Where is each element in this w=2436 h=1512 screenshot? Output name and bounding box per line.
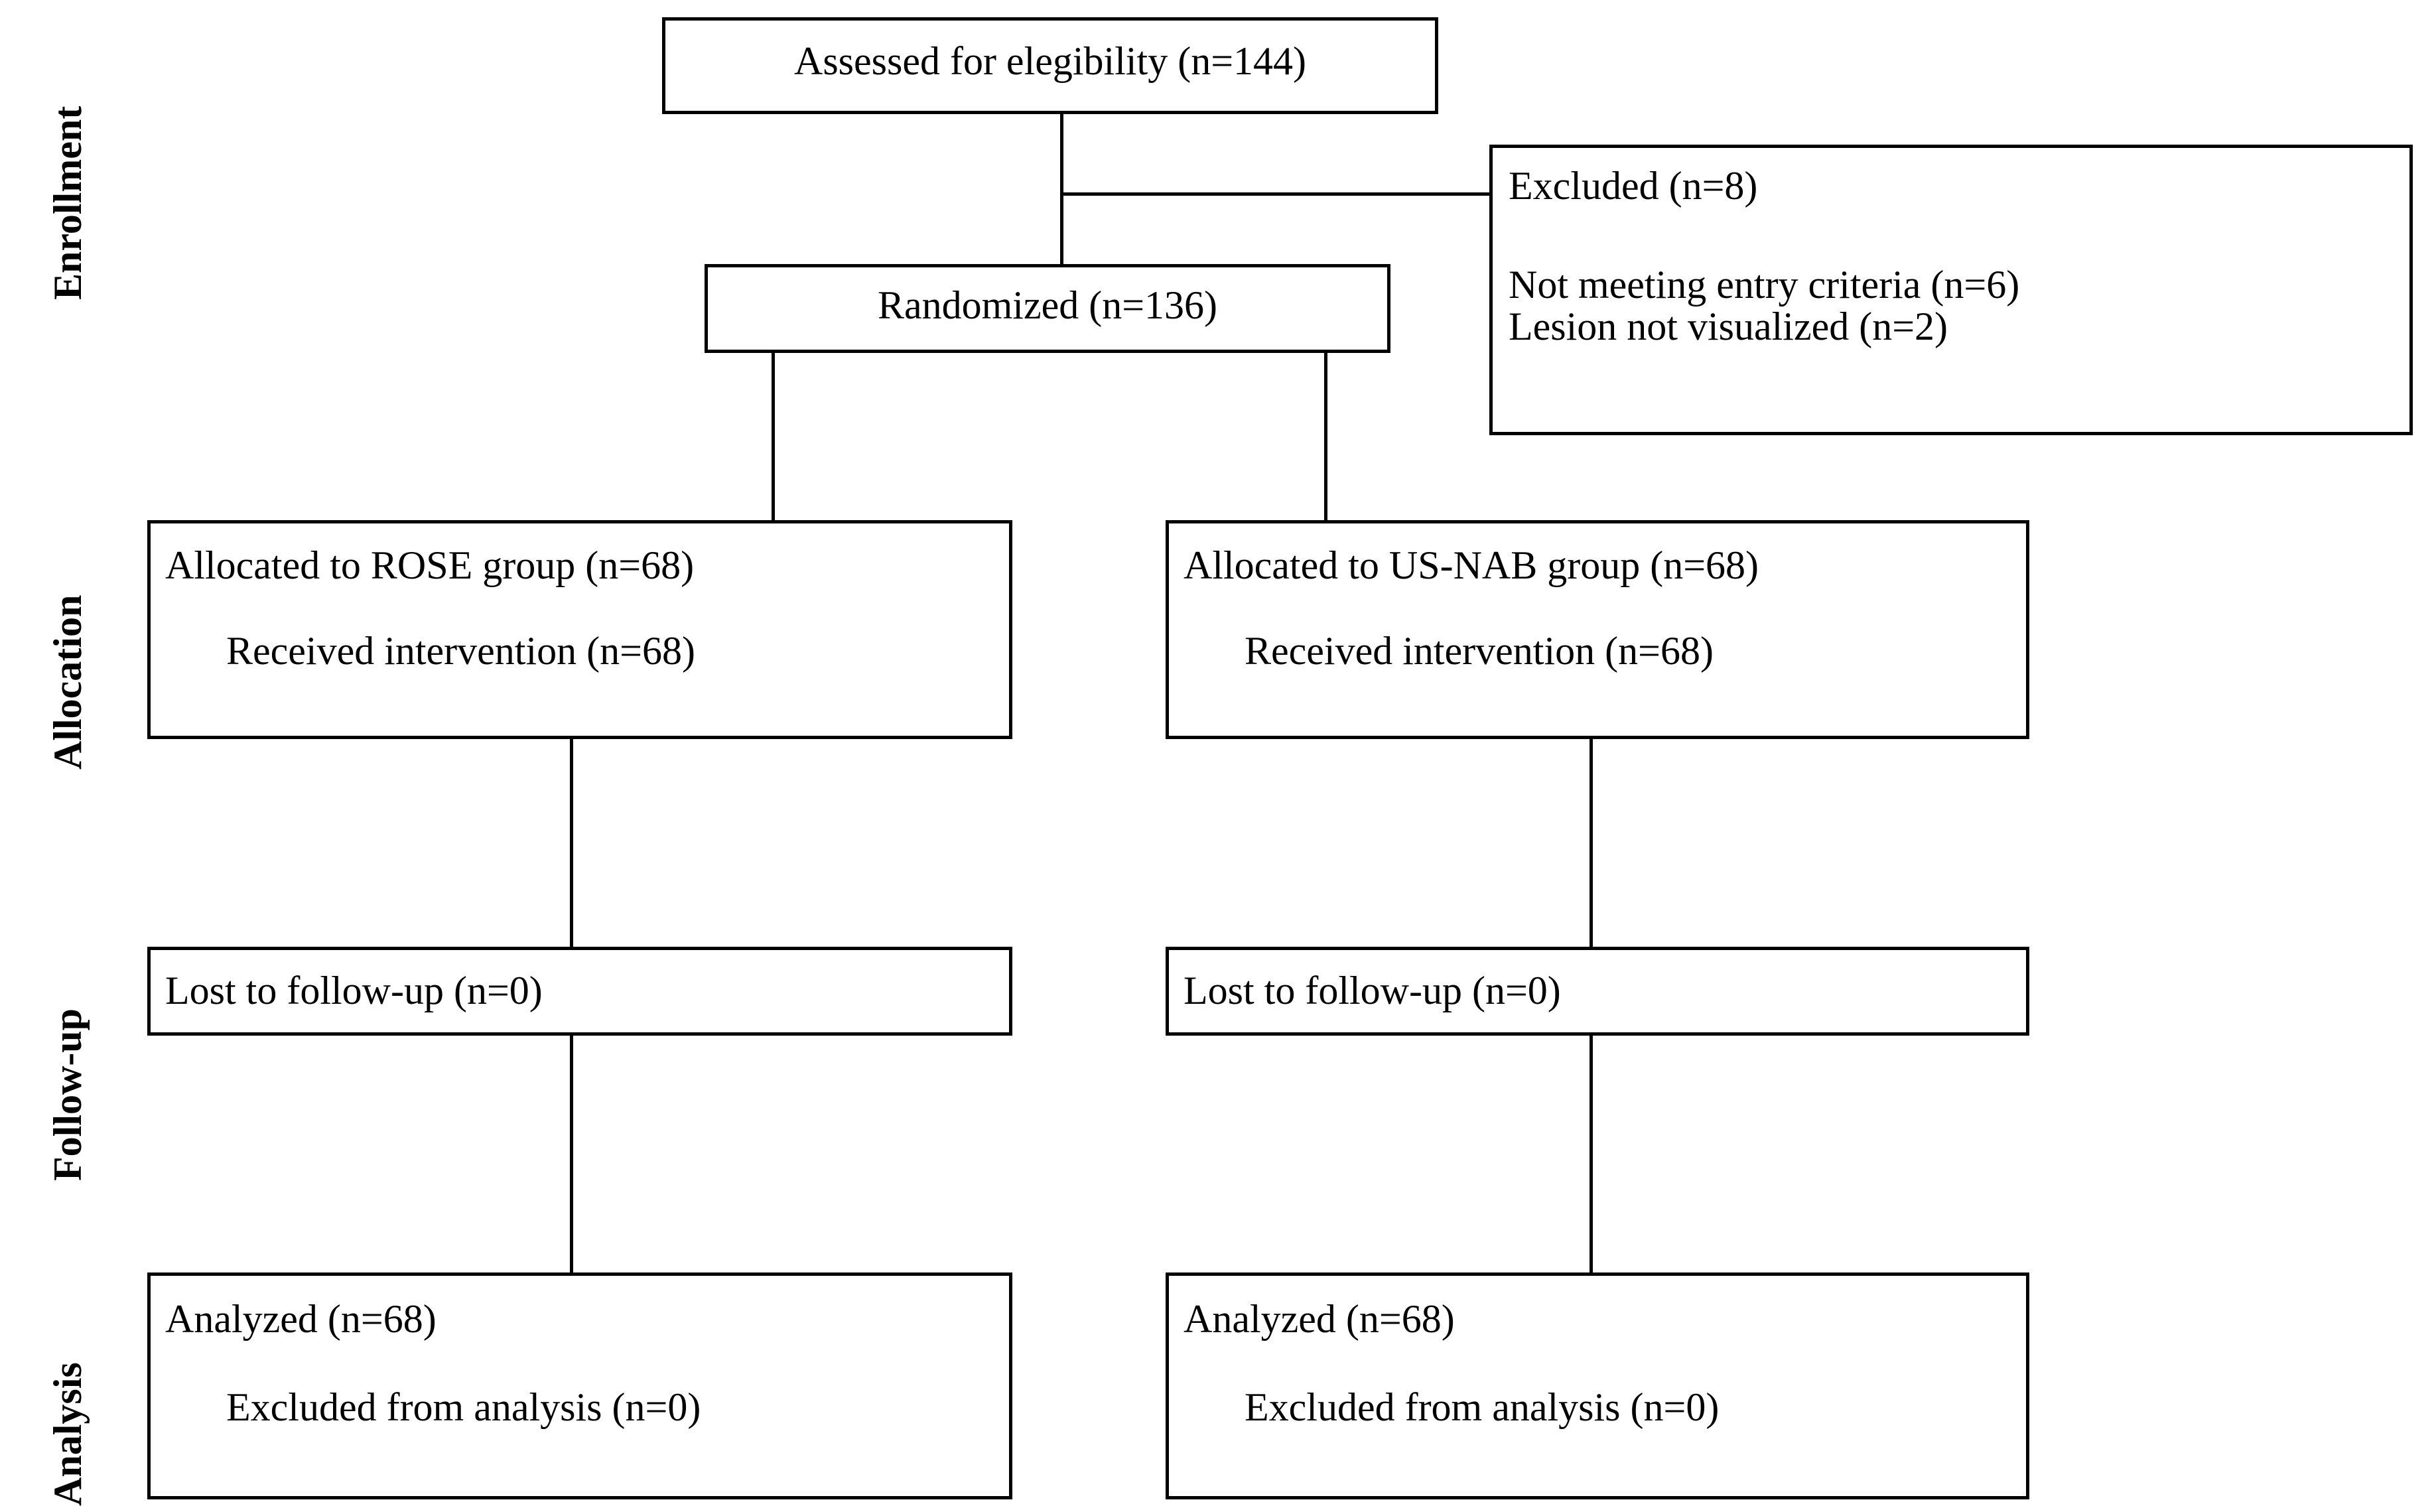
- alloc-left-line-2: Received intervention (n=68): [226, 629, 695, 673]
- analysis-right-line-1: Analyzed (n=68): [1184, 1297, 1455, 1341]
- excluded-spacer: [1509, 207, 2409, 264]
- analysis-left-spacer: [165, 1340, 1009, 1387]
- phase-label-followup: Follow-up: [46, 1008, 90, 1181]
- node-analysis-usnab: Analyzed (n=68) Excluded from analysis (…: [1166, 1272, 2029, 1499]
- node-followup-rose: Lost to follow-up (n=0): [147, 947, 1012, 1036]
- analysis-left-line-2: Excluded from analysis (n=0): [226, 1385, 701, 1429]
- phase-label-analysis: Analysis: [46, 1362, 90, 1506]
- node-randomized: Randomized (n=136): [705, 264, 1390, 353]
- connector-followup-right-to-analysis-right: [1590, 1035, 1593, 1272]
- alloc-right-line-2: Received intervention (n=68): [1245, 629, 1714, 673]
- randomized-line-1: Randomized (n=136): [877, 283, 1218, 327]
- followup-left-line-1: Lost to follow-up (n=0): [165, 969, 543, 1012]
- assessed-line-1: Assessed for elegibility (n=144): [793, 39, 1307, 83]
- analysis-left-line-1: Analyzed (n=68): [165, 1297, 437, 1341]
- connector-randomized-to-alloc-left: [772, 352, 775, 521]
- node-allocated-usnab: Allocated to US-NAB group (n=68) Receive…: [1166, 520, 2029, 739]
- excluded-line-2: Not meeting entry criteria (n=6): [1509, 263, 2020, 307]
- node-analysis-rose: Analyzed (n=68) Excluded from analysis (…: [147, 1272, 1012, 1499]
- node-excluded: Excluded (n=8) Not meeting entry criteri…: [1489, 145, 2413, 435]
- alloc-left-spacer: [165, 586, 1009, 630]
- connector-randomized-to-alloc-right: [1324, 352, 1327, 521]
- connector-alloc-right-to-followup-right: [1590, 738, 1593, 948]
- connector-followup-left-to-analysis-left: [570, 1035, 573, 1272]
- alloc-right-line-1: Allocated to US-NAB group (n=68): [1184, 543, 1759, 587]
- node-followup-usnab: Lost to follow-up (n=0): [1166, 947, 2029, 1036]
- analysis-right-line-2: Excluded from analysis (n=0): [1245, 1385, 1720, 1429]
- connector-assessed-to-randomized: [1060, 113, 1063, 267]
- followup-right-line-1: Lost to follow-up (n=0): [1184, 969, 1561, 1012]
- connector-trunk-to-excluded: [1060, 192, 1491, 196]
- analysis-right-spacer: [1184, 1340, 2026, 1387]
- connector-alloc-left-to-followup-left: [570, 738, 573, 948]
- phase-label-enrollment: Enrollment: [46, 105, 90, 300]
- alloc-left-line-1: Allocated to ROSE group (n=68): [165, 543, 695, 587]
- excluded-line-1: Excluded (n=8): [1509, 164, 1758, 208]
- node-assessed-for-eligibility: Assessed for elegibility (n=144): [662, 17, 1438, 114]
- excluded-line-3: Lesion not visualized (n=2): [1509, 305, 1948, 348]
- node-allocated-rose: Allocated to ROSE group (n=68) Received …: [147, 520, 1012, 739]
- alloc-right-spacer: [1184, 586, 2026, 630]
- phase-label-allocation: Allocation: [46, 594, 90, 770]
